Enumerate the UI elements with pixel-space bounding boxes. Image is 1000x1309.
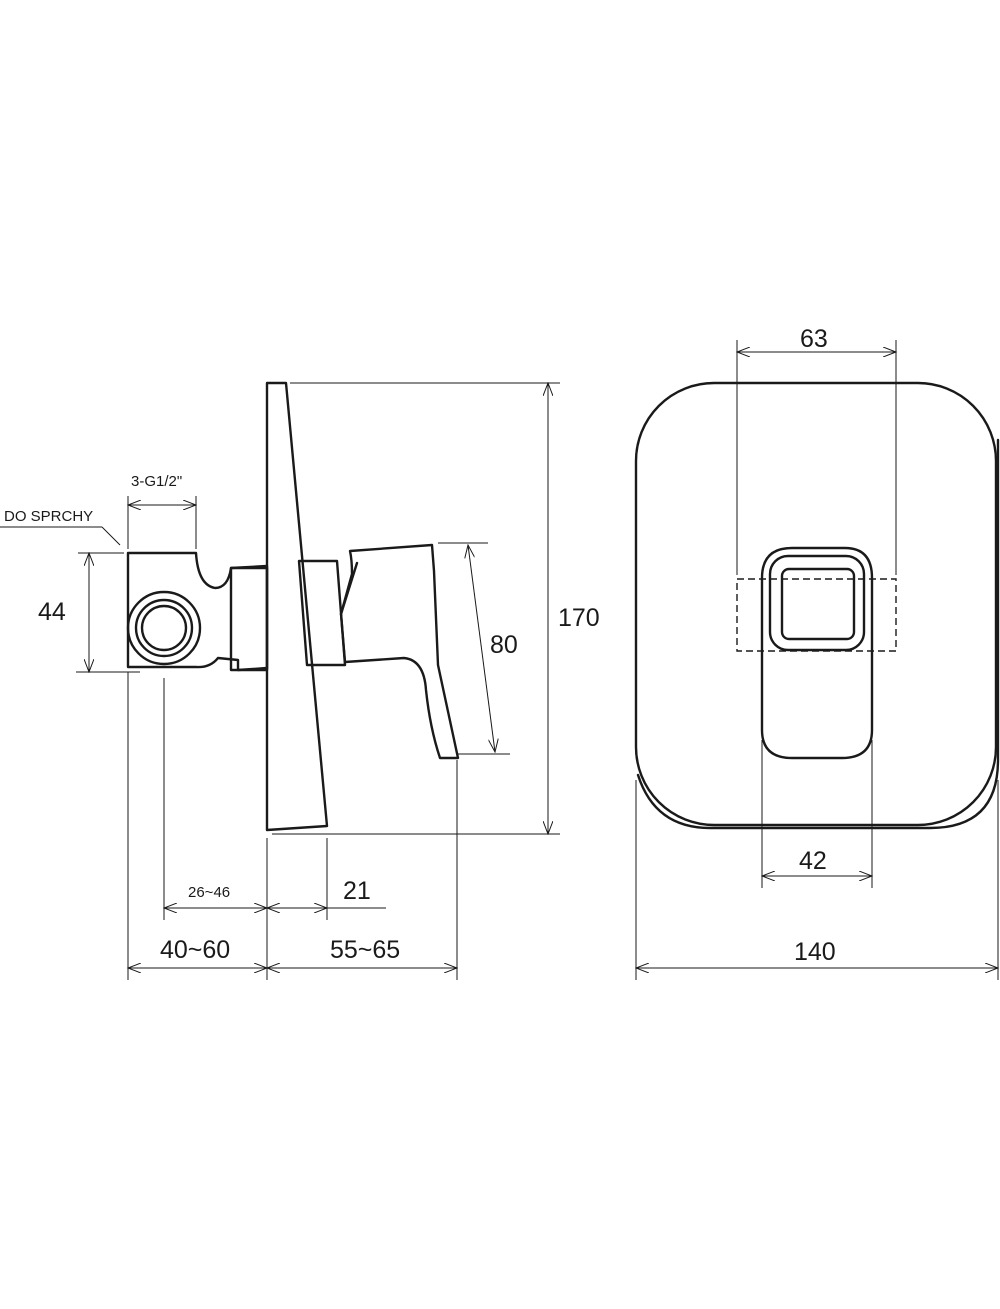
front-view: 63 42 140 <box>634 325 1000 980</box>
dim-projection: 55~65 <box>330 936 400 964</box>
dim-plate-width: 140 <box>794 938 836 966</box>
lever-inner-edge <box>339 561 359 616</box>
dim-plate-lever: 21 <box>343 877 371 905</box>
handle-top-frame <box>768 554 866 652</box>
cover-plate-shadow <box>636 438 1000 830</box>
wall-plate-side <box>265 381 329 832</box>
side-view: DO SPRCHY 3-G1/2" 44 80 170 26~46 21 <box>0 381 600 980</box>
dim-handle-width: 42 <box>799 847 827 875</box>
dim-outlet-height: 44 <box>38 598 66 626</box>
outlet-thread-inner <box>140 604 188 652</box>
dim-lever-height: 80 <box>490 631 518 659</box>
cover-plate <box>634 381 998 827</box>
lever-handle <box>339 543 460 760</box>
dim-outlet-offset: 26~46 <box>188 884 230 901</box>
thread-label: 3-G1/2" <box>131 473 182 490</box>
outlet-label: DO SPRCHY <box>4 508 93 525</box>
lever-rosette <box>297 559 347 667</box>
outlet-thread-outer <box>126 590 202 666</box>
handle-front <box>760 546 874 760</box>
body-collar <box>229 566 269 672</box>
dim-body-depth: 40~60 <box>160 936 230 964</box>
dim-total-height: 170 <box>558 604 600 632</box>
dim-cartridge-width: 63 <box>800 325 828 353</box>
handle-top-face <box>780 567 856 641</box>
outlet-thread-mid <box>134 598 194 658</box>
